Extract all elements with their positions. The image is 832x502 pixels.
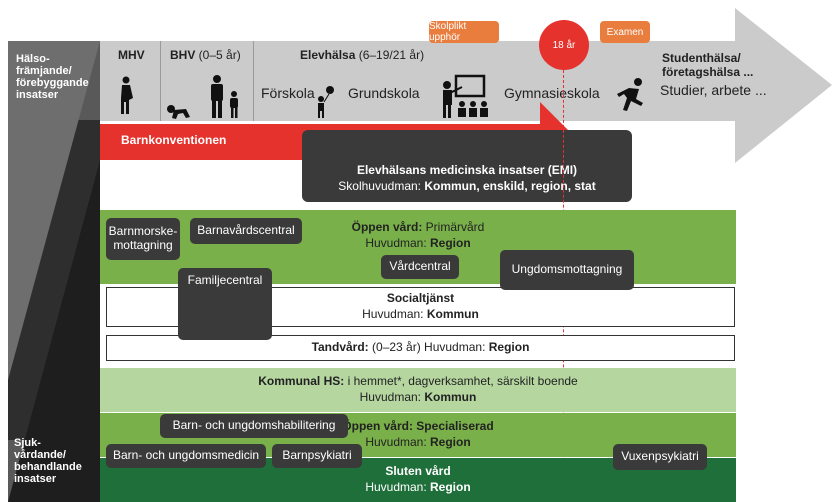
studier-label: Studier, arbete ... xyxy=(660,82,767,98)
emi-prefix: Skolhuvudman: xyxy=(338,179,425,194)
forskola-label: Förskola xyxy=(261,85,315,101)
bhv-label: BHV (0–5 år) xyxy=(170,48,241,62)
gymnasieskola-label: Gymnasieskola xyxy=(504,85,600,101)
grundskola-label: Grundskola xyxy=(348,85,420,101)
habilitering-box: Barn- och ungdomshabilitering xyxy=(160,414,348,438)
care-treatment-label: Sjuk- vårdande/ behandlande insatser xyxy=(14,437,82,486)
barnpsykiatri-box: Barnpsykiatri xyxy=(272,444,362,468)
examen-marker: Examen xyxy=(600,21,650,43)
studenthalsa-label: Studenthälsa/ företagshälsa ... xyxy=(662,51,754,80)
barnkonventionen-label: Barnkonventionen xyxy=(121,133,227,147)
classroom-teacher-icon xyxy=(443,74,488,118)
emi-value: Kommun, enskild, region, stat xyxy=(424,179,596,194)
barnmorskemottagning-box: Barnmorske- mottagning xyxy=(106,218,180,260)
vardcentral-box: Vårdcentral xyxy=(381,255,459,279)
crawling-baby-icon xyxy=(167,105,190,119)
health-promoting-label: Hälso- främjande/ förebyggande insatser xyxy=(16,53,89,102)
familjecentral-box: Familjecentral xyxy=(178,268,272,340)
running-person-icon xyxy=(617,78,643,111)
pregnant-woman-icon xyxy=(121,76,133,114)
kommunal-hs-band: Kommunal HS: i hemmet*, dagverksamhet, s… xyxy=(100,368,736,412)
emi-box xyxy=(302,130,632,202)
barnmedicin-box: Barn- och ungdomsmedicin xyxy=(106,444,266,468)
ungdomsmottagning-box: Ungdomsmottagning xyxy=(500,250,634,290)
mhv-label: MHV xyxy=(118,48,145,62)
vuxenpsykiatri-box: Vuxenpsykiatri xyxy=(613,444,707,470)
emi-title: Elevhälsans medicinska insatser (EMI) xyxy=(356,163,578,177)
parent-child-icon xyxy=(211,75,238,118)
child-balloon-icon xyxy=(318,86,334,118)
barnavardscentral-box: Barnavårdscentral xyxy=(190,218,302,244)
elevhalsa-label: Elevhälsa (6–19/21 år) xyxy=(300,48,425,62)
age-18-marker: 18 år xyxy=(539,20,589,70)
emi-text: Elevhälsans medicinska insatser (EMI) Sk… xyxy=(302,162,632,194)
skolplikt-marker: Skolplikt upphör xyxy=(429,21,499,43)
